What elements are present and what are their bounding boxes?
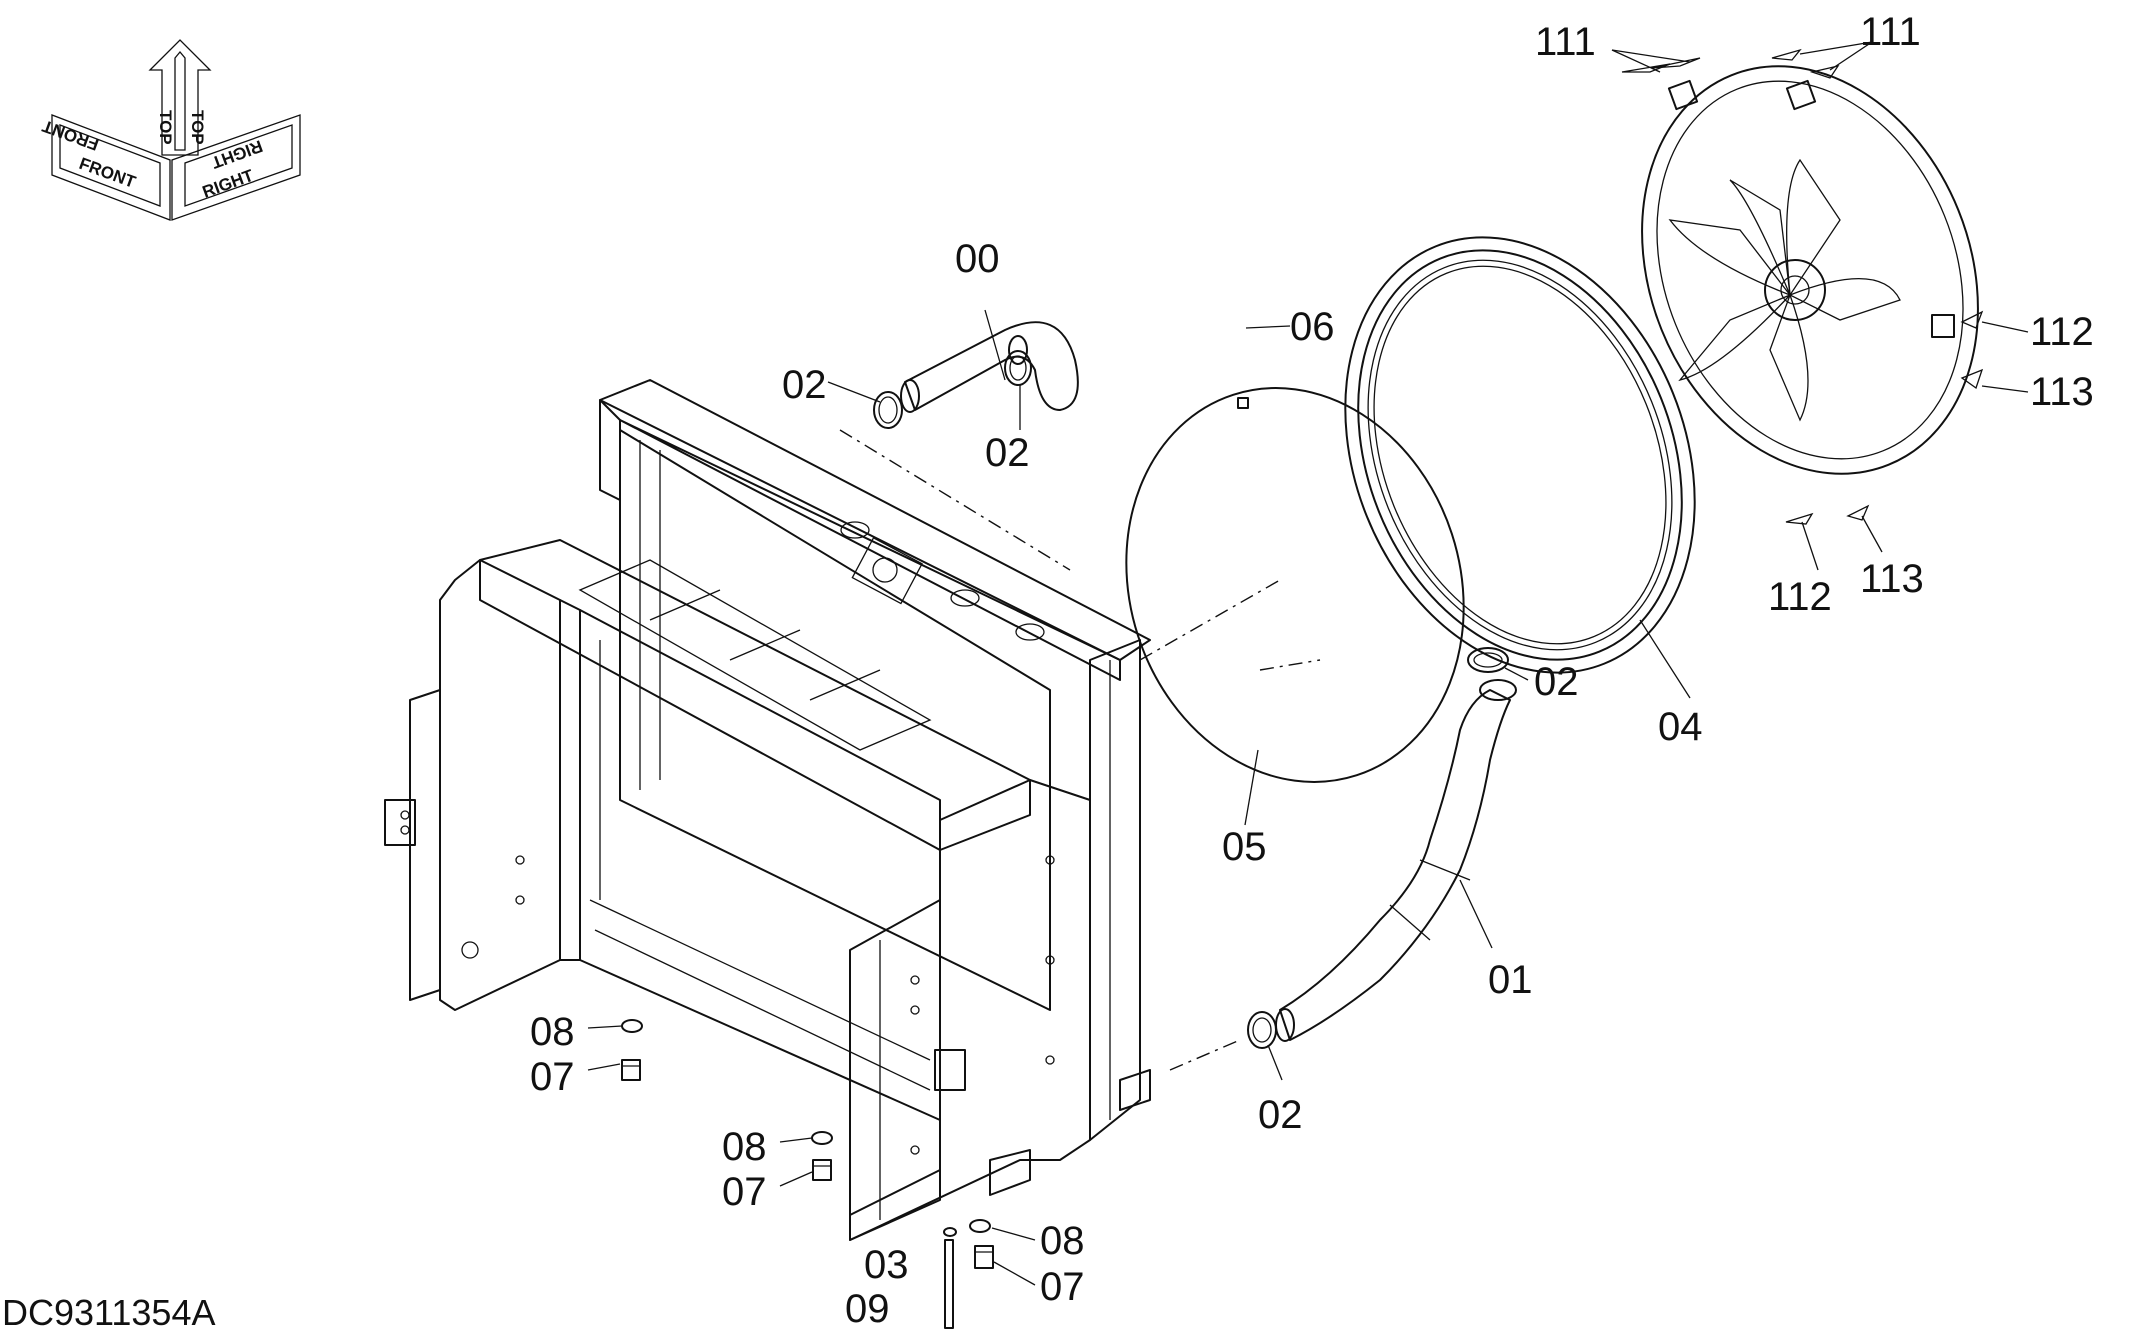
callout-112-right: 112 [2030, 310, 2094, 354]
drain-plug [943, 1227, 957, 1237]
callout-06: 06 [1290, 305, 1335, 349]
leader-lines [587, 41, 2029, 1286]
callout-112-bottom: 112 [1768, 575, 1832, 619]
callout-08-center: 08 [722, 1125, 767, 1169]
callout-04: 04 [1658, 705, 1703, 749]
upper-hose-clamp-right [1004, 350, 1032, 386]
radiator-frame [384, 379, 1151, 1241]
upper-hose-clamp-left [873, 391, 903, 429]
fan-shroud [1344, 236, 1696, 674]
callout-07-center: 07 [722, 1170, 767, 1214]
callout-07-left: 07 [530, 1055, 575, 1099]
callout-111-left: 111 [1535, 20, 1596, 64]
callout-02-upper-right: 02 [985, 431, 1030, 475]
callout-08-right: 08 [1040, 1219, 1085, 1263]
callout-02-lower-bottom: 02 [1258, 1093, 1303, 1137]
washer-right [969, 1219, 991, 1233]
drawing-id: DC9311354A [2, 1292, 216, 1333]
callout-00: 00 [955, 237, 1000, 281]
bolt-left [621, 1059, 641, 1081]
lower-hose-clamp-bottom [1247, 1011, 1277, 1049]
drain-tube [944, 1239, 954, 1329]
upper-hose [900, 321, 1079, 413]
assembly-centerlines [839, 429, 1321, 1071]
callout-02-lower-top: 02 [1534, 660, 1579, 704]
callout-02-upper-left: 02 [782, 363, 827, 407]
callout-113-bottom: 113 [1860, 557, 1924, 601]
bolt-center [812, 1159, 832, 1181]
callout-03: 03 [864, 1243, 909, 1287]
callout-01: 01 [1488, 958, 1533, 1002]
orientation-top-mirror-label: TOP [188, 110, 207, 145]
fan-assembly [1621, 48, 1984, 525]
orientation-top-label: TOP [156, 110, 175, 145]
lower-hose [1275, 679, 1517, 1042]
callout-113-right: 113 [2030, 370, 2094, 414]
washer-left [621, 1019, 643, 1033]
seal-ring [1125, 387, 1465, 783]
washer-center [811, 1131, 833, 1145]
callout-09: 09 [845, 1287, 890, 1331]
bolt-right [974, 1245, 994, 1269]
lower-hose-clamp-top [1467, 647, 1509, 673]
orientation-right-label: RIGHT [200, 166, 257, 202]
orientation-right-mirror-label: RIGHT [208, 136, 265, 172]
callout-05: 05 [1222, 825, 1267, 869]
callout-08-left: 08 [530, 1010, 575, 1054]
callout-111-right: 111 [1860, 10, 1921, 54]
orientation-symbol: FRONT FRONT TOP TOP RIGHT RIGHT [39, 39, 301, 221]
callout-07-right: 07 [1040, 1265, 1085, 1309]
